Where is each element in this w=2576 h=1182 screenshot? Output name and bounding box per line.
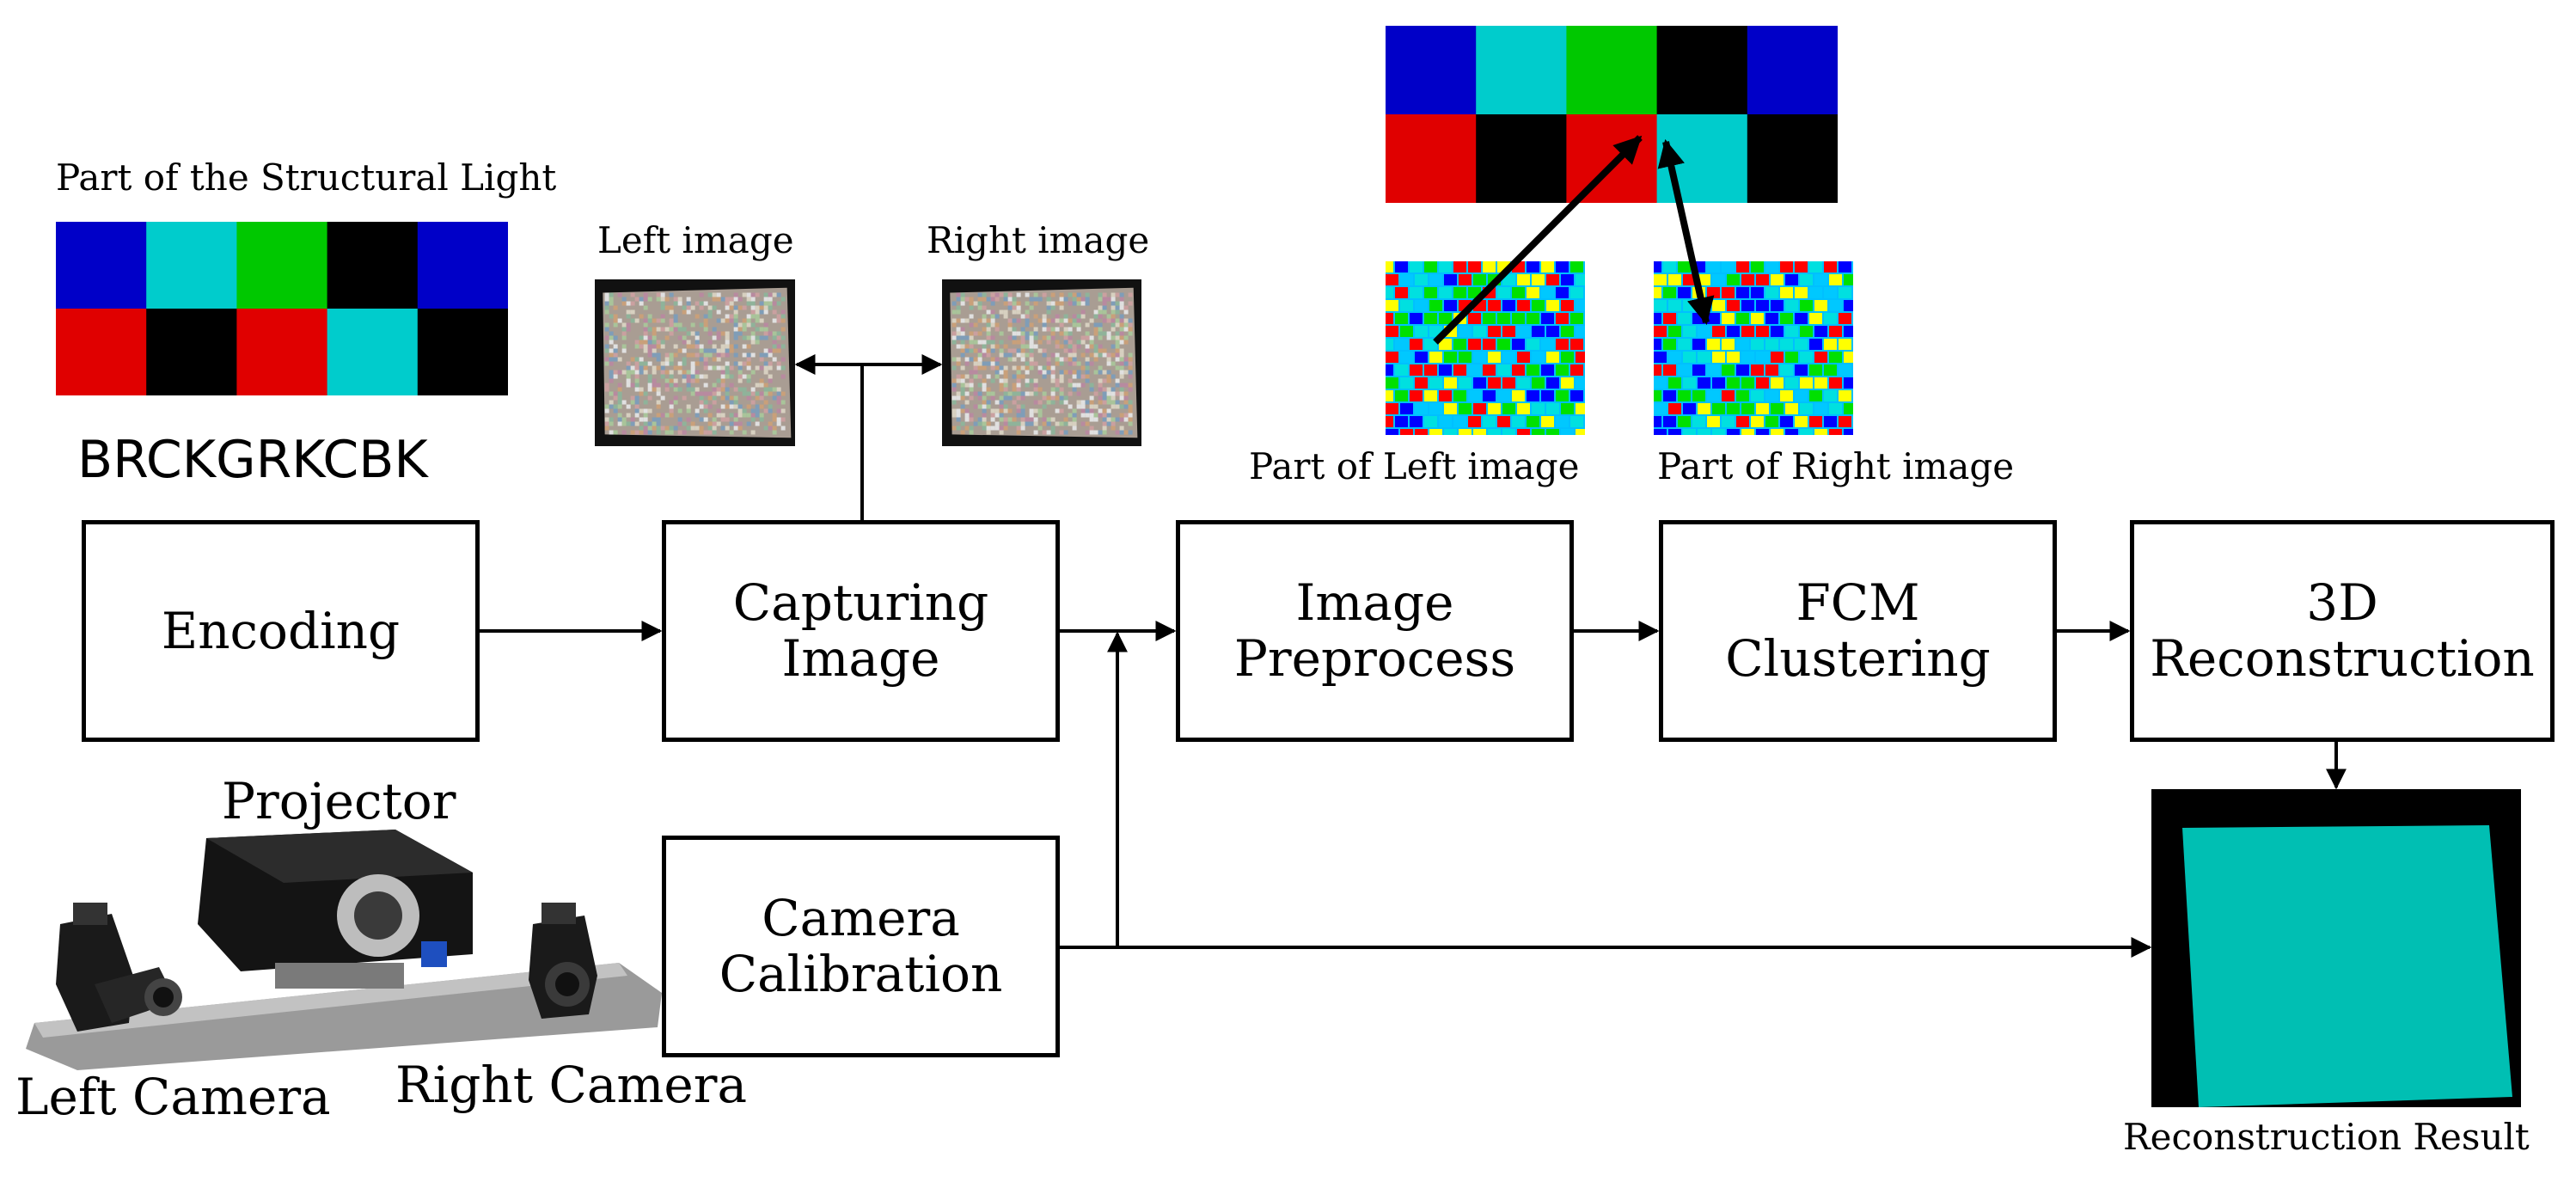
camera-calibration-box: Camera Calibration — [662, 836, 1060, 1057]
code-cell — [1476, 114, 1567, 203]
code-cell — [1747, 26, 1838, 115]
code-cell — [1656, 26, 1748, 115]
code-cell — [146, 222, 237, 309]
code-cell — [417, 222, 508, 309]
left-image-label: Left image — [597, 219, 794, 261]
reconstruction-box: 3D Reconstruction — [2130, 520, 2555, 742]
code-cell — [1747, 114, 1838, 203]
code-cell — [327, 222, 419, 309]
left-camera-label: Left Camera — [15, 1068, 331, 1126]
right-image-label: Right image — [927, 219, 1150, 261]
code-cell — [1476, 26, 1567, 115]
code-cell — [56, 222, 147, 309]
right-patch-image — [1654, 261, 1853, 435]
stereo-rig-photo — [26, 830, 662, 1070]
right-patch-label: Part of Right image — [1657, 445, 2015, 487]
left-patch-image — [1386, 261, 1585, 435]
right-camera-label: Right Camera — [395, 1056, 748, 1114]
left-patch-label: Part of Left image — [1249, 445, 1580, 487]
code-cell — [1566, 26, 1658, 115]
capturing-image-box: Capturing Image — [662, 520, 1060, 742]
reconstruction-result-label: Reconstruction Result — [2123, 1116, 2530, 1158]
reconstruction-result-image — [2151, 789, 2521, 1107]
code-strip-top — [1386, 26, 1838, 203]
code-cell — [146, 309, 237, 395]
code-cell — [1386, 114, 1477, 203]
code-cell — [1656, 114, 1748, 203]
code-cell — [1566, 114, 1658, 203]
code-cell — [1386, 26, 1477, 115]
code-cell — [56, 309, 147, 395]
left-captured-image — [595, 279, 795, 446]
right-captured-image — [942, 279, 1141, 446]
code-cell — [236, 309, 328, 395]
encoding-box: Encoding — [82, 520, 480, 742]
structural-light-code: BRCKGRKCBK — [77, 430, 428, 490]
code-cell — [417, 309, 508, 395]
code-cell — [236, 222, 328, 309]
structural-light-strip — [56, 222, 508, 395]
code-cell — [327, 309, 419, 395]
structural-light-title: Part of the Structural Light — [56, 156, 557, 199]
projector-label: Projector — [222, 772, 456, 830]
image-preprocess-box: Image Preprocess — [1176, 520, 1574, 742]
fcm-clustering-box: FCM Clustering — [1659, 520, 2057, 742]
